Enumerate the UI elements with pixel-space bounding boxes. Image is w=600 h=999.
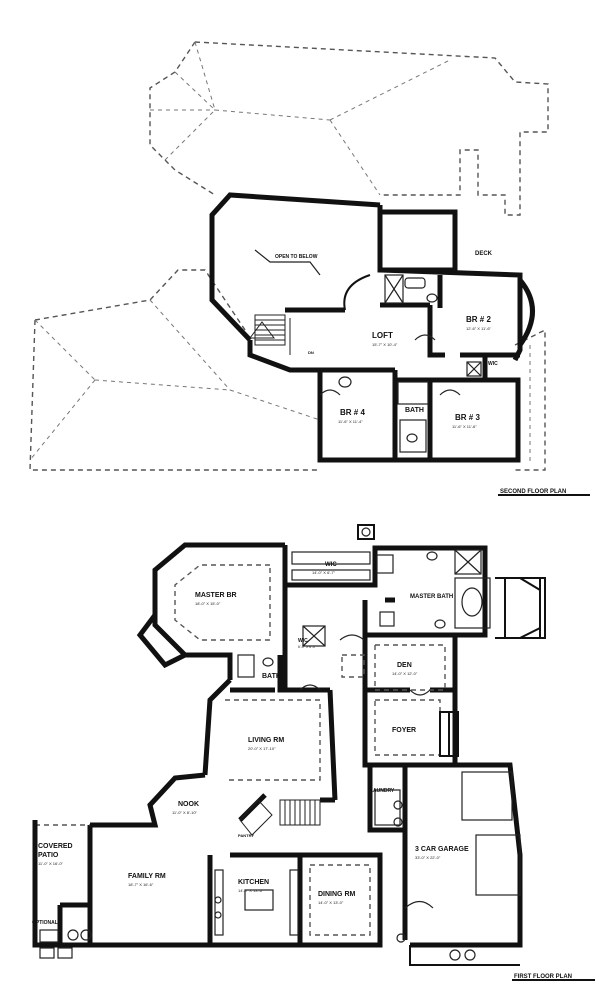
room-dim-dining: 14'-0" X 13'-0" xyxy=(318,900,344,905)
room-dim-br3: 11'-6" X 11'-6" xyxy=(452,424,477,429)
room-label-open-below: OPEN TO BELOW xyxy=(275,254,318,260)
room-dim-family: 18'-7" X 16'-6" xyxy=(128,882,154,887)
room-dim-covered-patio: 11'-0" X 16'-0" xyxy=(38,861,64,866)
room-dim-wic-master: 14'-0" X 6'-7" xyxy=(312,570,336,575)
room-dim-nook: 11'-0" X 8'-10" xyxy=(172,810,198,815)
first-floor-walls xyxy=(32,542,523,966)
room-label-br3: BR # 3 xyxy=(455,413,480,422)
room-label-laundry: LAUNDRY xyxy=(370,788,395,794)
second-floor-labels: OPEN TO BELOW DECK LOFT 15'-7" X 10'-4" … xyxy=(275,251,590,496)
label-optional: OPTIONAL xyxy=(32,920,58,926)
room-label-deck: DECK xyxy=(475,251,493,257)
room-dim-br2: 12'-6" X 11'-6" xyxy=(466,326,492,331)
second-floor-fixtures xyxy=(249,249,482,453)
room-dim-garage: 33'-0" X 22'-0" xyxy=(415,855,441,860)
room-label-nook: NOOK xyxy=(178,801,199,808)
first-floor-labels: MASTER BR 18'-0" X 15'-0" WIC 14'-0" X 6… xyxy=(32,562,595,981)
room-label-kitchen: KITCHEN xyxy=(238,879,269,886)
room-dim-loft: 15'-7" X 10'-4" xyxy=(372,342,398,347)
first-floor-plan-title: FIRST FLOOR PLAN xyxy=(514,974,572,980)
room-label-wic-small: WIC xyxy=(298,638,308,644)
stair-label-dn: DN xyxy=(308,350,314,355)
room-label-foyer: FOYER xyxy=(392,727,416,734)
room-label-living: LIVING RM xyxy=(248,737,284,744)
room-dim-living: 20'-0" X 17'-10" xyxy=(248,746,276,751)
room-label-wic-upper: WIC xyxy=(488,361,498,367)
room-dim-wic-small: 6'-0" X 6'-0" xyxy=(298,645,317,649)
room-label-master-bath: MASTER BATH xyxy=(410,594,453,600)
room-label-bath-upper: BATH xyxy=(405,407,424,414)
room-label-covered-patio-2: PATIO xyxy=(38,852,59,859)
second-floor-walls xyxy=(209,192,535,463)
room-label-wic-master: WIC xyxy=(325,562,337,568)
room-label-garage: 3 CAR GARAGE xyxy=(415,846,469,853)
room-label-pantry: PANTRY xyxy=(238,833,254,838)
room-label-br4: BR # 4 xyxy=(340,408,365,417)
room-dim-br4: 11'-6" X 11'-4" xyxy=(338,419,363,424)
room-dim-master-br: 18'-0" X 15'-0" xyxy=(195,601,221,606)
first-floor-fixtures xyxy=(39,524,546,961)
room-dim-den: 14'-0" X 12'-0" xyxy=(392,671,418,676)
room-label-bath-lower: BATH xyxy=(262,673,281,680)
second-floor-roof-outline xyxy=(29,41,549,471)
room-label-family: FAMILY RM xyxy=(128,873,166,880)
room-label-den: DEN xyxy=(397,662,412,669)
room-label-master-br: MASTER BR xyxy=(195,592,237,599)
room-label-br2: BR # 2 xyxy=(466,315,491,324)
room-label-loft: LOFT xyxy=(372,331,393,340)
room-label-covered-patio-1: COVERED xyxy=(38,843,73,850)
room-dim-kitchen: 14'-0" X 13'-6" xyxy=(238,888,264,893)
room-label-dining: DINING RM xyxy=(318,891,356,898)
second-floor-plan-title: SECOND FLOOR PLAN xyxy=(500,489,566,495)
